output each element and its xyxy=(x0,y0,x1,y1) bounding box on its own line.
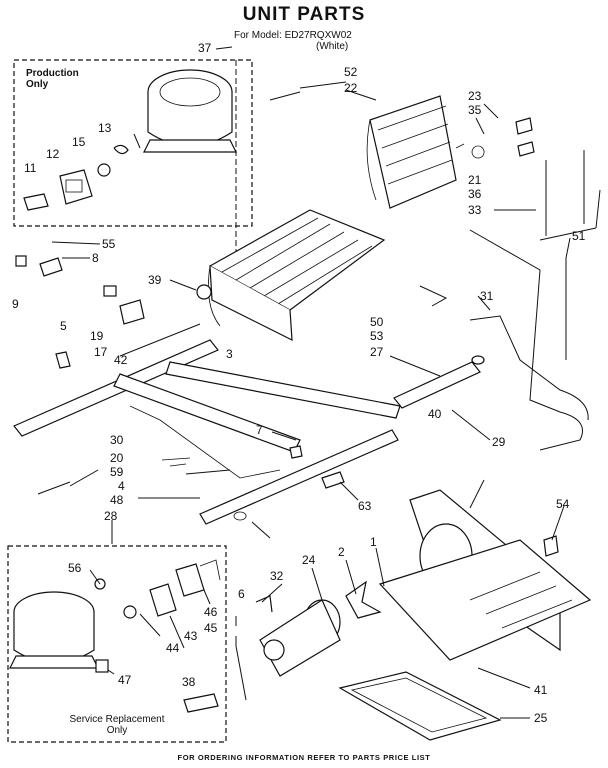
callout-4-left: 4 xyxy=(118,479,125,493)
frame-rails-drawing xyxy=(13,339,401,525)
fan-housing-drawing xyxy=(378,489,592,661)
callout-42: 42 xyxy=(114,353,128,367)
callout-9: 9 xyxy=(12,297,19,311)
callout-39: 39 xyxy=(148,273,162,287)
callout-20: 20 xyxy=(110,451,124,465)
callout-19: 19 xyxy=(90,329,104,343)
callout-29: 29 xyxy=(492,435,506,449)
model-color: (White) xyxy=(316,41,349,52)
callout-41: 41 xyxy=(534,683,548,697)
callout-46: 46 xyxy=(204,605,218,619)
callout-8: 8 xyxy=(92,251,99,265)
callout-55: 55 xyxy=(102,237,116,251)
callout-23: 23 xyxy=(468,89,482,103)
callout-17: 17 xyxy=(94,345,108,359)
callout-15: 15 xyxy=(72,135,86,149)
model-number: For Model: ED27RQXW02 xyxy=(234,30,352,41)
callout-28: 28 xyxy=(104,509,118,523)
leader-lines xyxy=(51,46,571,719)
production-only-label: Production Only xyxy=(26,68,79,90)
callout-59: 59 xyxy=(110,465,124,479)
drain-pan-drawing xyxy=(338,671,502,741)
callout-52: 52 xyxy=(344,65,358,79)
service-replacement-box xyxy=(7,545,227,743)
callout-25: 25 xyxy=(534,711,548,725)
callout-6: 6 xyxy=(238,587,245,601)
callout-44: 44 xyxy=(166,641,180,655)
evaporator-drawing xyxy=(208,209,386,342)
callout-12: 12 xyxy=(46,147,60,161)
callout-56: 56 xyxy=(68,561,82,575)
callout-53: 53 xyxy=(370,329,384,343)
callout-1: 1 xyxy=(370,535,377,549)
callout-21: 21 xyxy=(468,173,482,187)
callout-45: 45 xyxy=(204,621,218,635)
callout-33: 33 xyxy=(468,203,482,217)
callout-36: 36 xyxy=(468,187,482,201)
callout-38: 38 xyxy=(182,675,196,689)
service-replacement-label: Service Replacement Only xyxy=(69,714,165,736)
callout-63: 63 xyxy=(358,499,372,513)
callout-3: 3 xyxy=(226,347,233,361)
callout-48: 48 xyxy=(110,493,124,507)
callout-37: 37 xyxy=(198,41,212,55)
callout-50: 50 xyxy=(370,315,384,329)
compressor-service-drawing xyxy=(9,559,221,713)
ordering-footer: FOR ORDERING INFORMATION REFER TO PARTS … xyxy=(177,753,431,762)
model-info: For Model: ED27RQXW02 (White) xyxy=(234,30,352,52)
callout-11: 11 xyxy=(24,161,37,175)
callout-labels: 37 52 22 23 35 13 12 15 11 21 36 33 51 5… xyxy=(12,41,586,725)
callout-7: 7 xyxy=(256,423,263,437)
callout-40-upper: 40 xyxy=(428,407,442,421)
callout-13: 13 xyxy=(98,121,112,135)
callout-30: 30 xyxy=(110,433,124,447)
callout-31: 31 xyxy=(480,289,494,303)
fan-motor-drawing xyxy=(259,580,382,677)
callout-47: 47 xyxy=(118,673,132,687)
drier-drawing xyxy=(393,355,485,409)
page-title: UNIT PARTS xyxy=(242,4,366,25)
callout-51: 51 xyxy=(572,229,586,243)
callout-32: 32 xyxy=(270,569,284,583)
small-parts-drawing xyxy=(15,91,559,646)
callout-54: 54 xyxy=(556,497,570,511)
callout-22: 22 xyxy=(344,81,358,95)
callout-24: 24 xyxy=(302,553,316,567)
callout-43: 43 xyxy=(184,629,198,643)
callout-27: 27 xyxy=(370,345,384,359)
condenser-drawing xyxy=(366,95,457,209)
callout-2: 2 xyxy=(338,545,345,559)
callout-35: 35 xyxy=(468,103,482,117)
production-only-box xyxy=(13,59,253,227)
relay-drawing xyxy=(23,144,129,211)
callout-5: 5 xyxy=(60,319,67,333)
tubing-drawing xyxy=(469,150,601,451)
compressor-production-drawing xyxy=(143,69,237,153)
